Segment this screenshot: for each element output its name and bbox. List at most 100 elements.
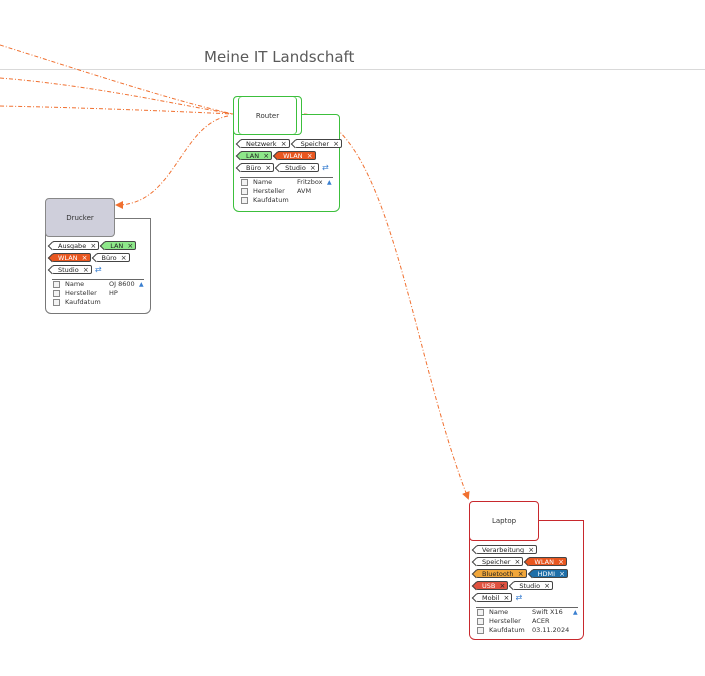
remove-tag-icon[interactable]: × <box>120 254 127 262</box>
laptop-tag[interactable]: USB× <box>476 581 509 590</box>
link-offscreen-3[interactable] <box>0 105 234 115</box>
property-row: Hersteller HP <box>52 289 144 298</box>
drucker-tag[interactable]: WLAN× <box>52 253 91 262</box>
laptop-tag[interactable]: Verarbeitung× <box>476 545 538 554</box>
tag-label: Studio <box>285 164 306 172</box>
laptop-tag-row: Bluetooth× HDMI × <box>476 569 568 578</box>
remove-tag-icon[interactable]: × <box>514 558 521 566</box>
router-tag[interactable]: Netzwerk× <box>240 139 290 148</box>
remove-tag-icon[interactable]: × <box>90 242 97 250</box>
laptop-tag-row: Verarbeitung× <box>476 545 538 554</box>
tag-label: USB <box>482 582 496 590</box>
laptop-tag-row: Mobil×⇄ <box>476 593 524 602</box>
property-icon <box>241 197 248 204</box>
remove-tag-icon[interactable]: × <box>544 582 551 590</box>
tag-label: HDMI <box>537 570 555 578</box>
drucker-tag[interactable]: Studio× <box>52 265 92 274</box>
tag-label: Speicher <box>300 140 329 148</box>
property-key: Name <box>65 280 85 288</box>
remove-tag-icon[interactable]: × <box>528 546 535 554</box>
tag-label: Studio <box>58 266 79 274</box>
property-row: Name Swift X16 ▲ <box>476 608 578 617</box>
laptop-tag[interactable]: HDMI × <box>531 569 568 578</box>
remove-tag-icon[interactable]: × <box>517 570 524 578</box>
property-row: Hersteller AVM <box>240 187 333 196</box>
laptop-tag[interactable]: WLAN× <box>528 557 567 566</box>
laptop-tag[interactable]: Mobil× <box>476 593 513 602</box>
property-key: Hersteller <box>253 187 285 195</box>
sync-icon[interactable]: ⇄ <box>515 593 523 602</box>
sort-up-icon[interactable]: ▲ <box>139 281 144 288</box>
router-tag[interactable]: LAN× <box>240 151 273 160</box>
property-key: Name <box>489 608 509 616</box>
property-value[interactable]: Swift X16 <box>532 608 563 616</box>
property-key: Kaufdatum <box>253 196 289 204</box>
laptop-title: Laptop <box>491 517 517 525</box>
remove-tag-icon[interactable]: × <box>503 594 510 602</box>
remove-tag-icon[interactable]: × <box>559 570 565 578</box>
router-tag[interactable]: Studio× <box>279 163 319 172</box>
drucker-tag-row: Ausgabe× LAN× <box>52 241 137 250</box>
tag-label: Speicher <box>482 558 511 566</box>
drucker-tag[interactable]: Büro× <box>95 253 130 262</box>
link-offscreen-1[interactable] <box>0 44 234 115</box>
laptop-tag[interactable]: Speicher× <box>476 557 524 566</box>
property-key: Kaufdatum <box>65 298 101 306</box>
link-offscreen-2[interactable] <box>0 77 234 115</box>
link-router-laptop[interactable] <box>303 113 470 500</box>
drucker-tag[interactable]: LAN× <box>104 241 137 250</box>
property-icon <box>53 281 60 288</box>
tag-label: Studio <box>519 582 541 590</box>
remove-tag-icon[interactable]: × <box>127 242 134 250</box>
sync-icon[interactable]: ⇄ <box>321 163 329 172</box>
link-router-drucker[interactable] <box>115 115 229 209</box>
property-value[interactable]: HP <box>109 289 118 297</box>
property-value[interactable]: ACER <box>532 617 550 625</box>
laptop-header[interactable]: Laptop <box>469 501 539 541</box>
property-row: Kaufdatum 03.11.2024 <box>476 626 578 635</box>
property-value[interactable]: OJ 8600 <box>109 280 135 288</box>
property-row: Name OJ 8600 ▲ <box>52 280 144 289</box>
sort-up-icon[interactable]: ▲ <box>573 609 578 616</box>
property-icon <box>53 299 60 306</box>
remove-tag-icon[interactable]: × <box>558 558 564 566</box>
property-value[interactable]: AVM <box>297 187 312 195</box>
sync-icon[interactable]: ⇄ <box>94 265 102 274</box>
router-tag-row: LAN×WLAN× <box>240 151 316 160</box>
drucker-header[interactable]: Drucker <box>45 198 115 237</box>
remove-tag-icon[interactable]: × <box>82 266 89 274</box>
remove-tag-icon[interactable]: × <box>265 164 272 172</box>
tag-label: Netzwerk <box>246 140 277 148</box>
remove-tag-icon[interactable]: × <box>280 140 287 148</box>
remove-tag-icon[interactable]: × <box>263 152 270 160</box>
remove-tag-icon[interactable]: × <box>333 140 339 148</box>
tag-label: Büro <box>246 164 262 172</box>
router-tag[interactable]: Büro× <box>240 163 275 172</box>
laptop-tag[interactable]: Bluetooth× <box>476 569 527 578</box>
router-tag[interactable]: Speicher × <box>294 139 342 148</box>
remove-tag-icon[interactable]: × <box>309 164 316 172</box>
sort-up-icon[interactable]: ▲ <box>327 179 332 186</box>
remove-tag-icon[interactable]: × <box>499 582 506 590</box>
drucker-tag[interactable]: Ausgabe× <box>52 241 100 250</box>
laptop-tag[interactable]: Studio× <box>513 581 554 590</box>
router-header[interactable]: Router <box>233 96 302 135</box>
router-tag-row: Büro×Studio×⇄ <box>240 163 331 172</box>
remove-tag-icon[interactable]: × <box>306 152 313 160</box>
property-value[interactable]: 03.11.2024 <box>532 626 570 634</box>
tag-label: LAN <box>246 152 260 160</box>
property-key: Kaufdatum <box>489 626 525 634</box>
property-key: Hersteller <box>65 289 97 297</box>
router-tag[interactable]: WLAN× <box>277 151 316 160</box>
tag-label: Mobil <box>482 594 500 602</box>
tag-label: WLAN <box>58 254 78 262</box>
property-value[interactable]: Fritzbox <box>297 178 323 186</box>
property-icon <box>241 188 248 195</box>
remove-tag-icon[interactable]: × <box>81 254 88 262</box>
drucker-properties: Name OJ 8600 ▲ Hersteller HP Kaufdatum <box>52 279 144 307</box>
drucker-title: Drucker <box>66 213 94 222</box>
